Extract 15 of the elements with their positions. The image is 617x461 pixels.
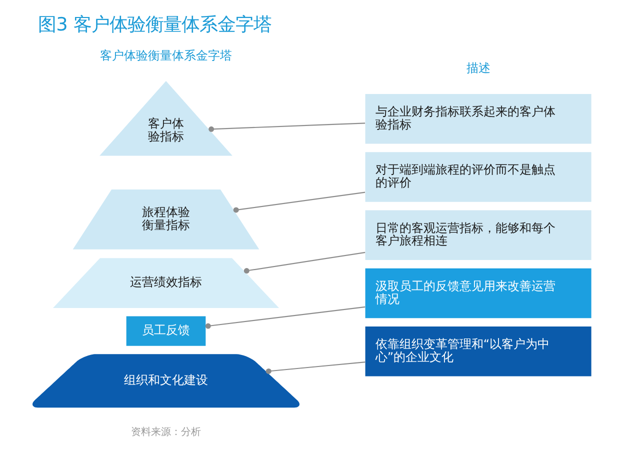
connector [265, 361, 365, 374]
node-box: 日常的客观运营指标，能够和每个客户旅程相连 [364, 210, 591, 260]
diagram-title: 图3 客户体验衡量体系金字塔 [38, 14, 272, 36]
node-box: 依靠组织变革管理和“以客户为中心”的企业文化 [364, 326, 591, 376]
connector [204, 306, 365, 329]
node-box: 与企业财务指标联系起来的客户体验指标 [364, 94, 591, 144]
node-box: 对于端到端旅程的评价而不是触点的评价 [364, 152, 591, 202]
label: 资料来源：分析 [130, 427, 200, 438]
label: 描述 [466, 61, 490, 76]
connector [208, 122, 365, 132]
label: 客户体验衡量体系金字塔 [100, 48, 232, 62]
connector [232, 192, 365, 213]
node-box: 员工反馈 [126, 316, 206, 346]
connector [243, 252, 365, 274]
node-box: 汲取员工的反馈意见用来改善运营情况 [364, 268, 591, 318]
